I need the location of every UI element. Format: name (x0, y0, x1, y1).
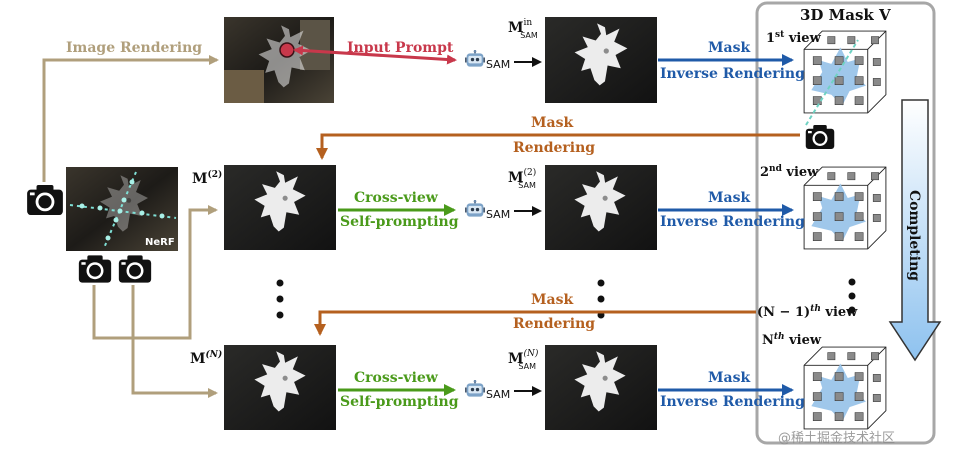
svg-text:SAM: SAM (486, 208, 510, 221)
mask-rendering-arrow-1 (316, 133, 800, 160)
render-path-viewN (131, 285, 218, 398)
sam-block-top: SAM (465, 50, 510, 71)
inverse-rendering-label-bot: Inverse Rendering (660, 394, 805, 410)
input-prompt-label: Input Prompt (347, 40, 454, 56)
camera-icon-view1 (805, 125, 835, 149)
svg-text:(N − 1)th view: (N − 1)th view (757, 304, 858, 320)
render-path-view2 (92, 205, 218, 340)
nerf-image: NeRF (66, 167, 178, 251)
mask3d-title: 3D Mask V (800, 6, 891, 24)
inverse-rendering-label-top: Inverse Rendering (660, 66, 805, 82)
sam-mask-image-top (545, 17, 657, 103)
cross-view-label-2: Cross-view (354, 370, 439, 386)
mask3d-cube-viewN (803, 346, 887, 430)
mask-inverse-label-mid: Mask (708, 190, 750, 206)
view2-label: 2nd view (760, 164, 819, 180)
robot-icon (465, 200, 485, 217)
view1-label: 1st view (766, 30, 822, 46)
mask-rendering-label-2b: Rendering (513, 316, 595, 332)
robot-icon (465, 50, 485, 67)
svg-text:NeRF: NeRF (145, 237, 175, 248)
self-prompting-label-1: Self-prompting (340, 214, 459, 230)
completing-label: Completing (906, 190, 922, 281)
camera-icon-nerf-2 (118, 255, 152, 283)
m2-label: M(2) (192, 169, 222, 187)
camera-icon-left (27, 184, 63, 216)
mask-rendering-label-1b: Rendering (513, 140, 595, 156)
camera-icon-nerf-1 (78, 255, 112, 283)
svg-text:SAM: SAM (486, 388, 510, 401)
rendered-mask-viewN (224, 345, 336, 430)
robot-icon (465, 380, 485, 397)
ellipsis-mid (597, 279, 605, 319)
msam2-label: M(2)SAM (508, 167, 536, 190)
sam-block-mid: SAM (465, 200, 510, 221)
svg-text:SAM: SAM (486, 58, 510, 71)
image-rendering-arrow (42, 55, 219, 182)
input-prompt-arrow (293, 45, 457, 65)
watermark: @稀土掘金技术社区 (778, 430, 895, 446)
msamN-label: M(N)SAM (508, 348, 539, 371)
rendered-mask-view2 (224, 165, 336, 250)
svg-text:1st view: 1st view (766, 30, 822, 46)
viewN-label: Nth view (762, 332, 822, 348)
input-image (224, 17, 334, 103)
completing-arrow: Completing (888, 99, 942, 362)
sam-mask-image-bot (545, 345, 657, 430)
svg-text:2nd view: 2nd view (760, 164, 819, 180)
view1-ray (805, 39, 859, 126)
sam-mask-image-mid (545, 165, 657, 250)
mask-inverse-label-top: Mask (708, 40, 750, 56)
mask3d-panel (755, 1, 936, 445)
self-prompting-label-2: Self-prompting (340, 394, 459, 410)
mask-rendering-label-1a: Mask (531, 115, 573, 131)
mask-inverse-label-bot: Mask (708, 370, 750, 386)
panel-ellipsis (848, 278, 856, 314)
mask-rendering-arrow-2 (314, 310, 756, 336)
cross-view-label-1: Cross-view (354, 190, 439, 206)
mask-rendering-label-2a: Mask (531, 292, 573, 308)
sam-block-bot: SAM (465, 380, 510, 401)
inverse-rendering-label-mid: Inverse Rendering (660, 214, 805, 230)
mn-label: M(N) (190, 349, 222, 367)
ellipsis-left (276, 279, 284, 319)
svg-text:Nth view: Nth view (762, 332, 822, 348)
image-rendering-label: Image Rendering (66, 40, 202, 56)
viewN1-label: (N − 1)th view (757, 304, 858, 320)
